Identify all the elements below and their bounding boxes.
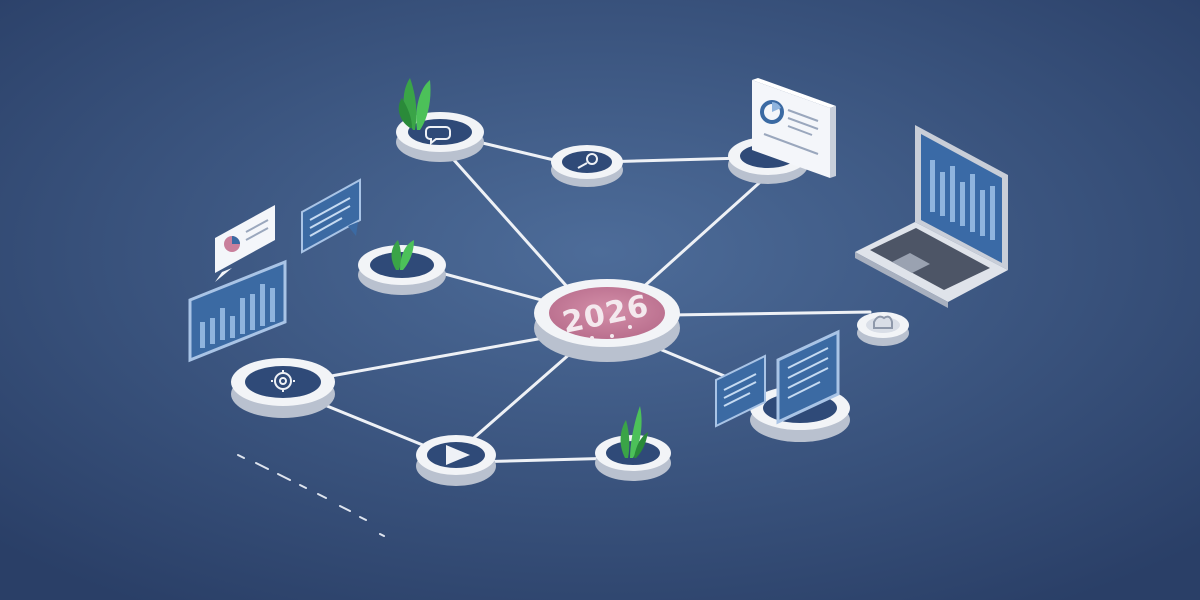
connector-center-right-small — [668, 310, 872, 317]
decor-dot — [628, 325, 632, 329]
report-card-icon — [752, 78, 836, 178]
connector-bottom-play-plant — [468, 456, 622, 464]
settings-gear-icon — [271, 370, 295, 392]
connector-center-left — [318, 333, 562, 380]
platform-inner — [549, 287, 665, 339]
pie-chart-card — [215, 205, 275, 282]
node-mid-left[interactable] — [358, 240, 446, 295]
plant-icon — [620, 406, 648, 458]
node-bottom-play[interactable] — [416, 435, 496, 486]
decor-dot — [610, 334, 614, 338]
platform-inner — [866, 317, 900, 333]
node-top-left[interactable] — [396, 78, 484, 162]
center-node[interactable]: 2026 — [534, 279, 680, 362]
laptop-icon — [855, 125, 1008, 308]
node-bottom-plant[interactable] — [595, 406, 671, 481]
decorative-dashes — [237, 454, 385, 537]
node-left[interactable] — [231, 358, 335, 418]
node-right-small[interactable] — [857, 312, 909, 346]
platform-inner — [408, 119, 472, 145]
connector-center-bottom-play — [458, 343, 582, 452]
play-icon — [446, 445, 470, 465]
connector-top-right-center — [638, 173, 770, 292]
search-icon — [577, 153, 598, 169]
node-top-right[interactable] — [728, 78, 836, 184]
chat-bubble-icon — [425, 126, 451, 146]
platform-inner — [245, 366, 321, 398]
plant-icon — [391, 240, 414, 270]
connector-mid-left-center — [428, 268, 562, 307]
decor-dot — [590, 336, 594, 340]
node-right-docs[interactable] — [715, 329, 850, 442]
document-icon — [715, 329, 840, 428]
bar-chart-panel — [188, 259, 287, 363]
connector-top-mid-top-right — [598, 156, 747, 164]
plant-icon — [398, 78, 431, 130]
connector-top-left-center — [443, 148, 572, 292]
node-top-mid[interactable] — [551, 145, 623, 187]
hand-icon — [873, 315, 893, 329]
text-bubble-card — [301, 178, 361, 254]
